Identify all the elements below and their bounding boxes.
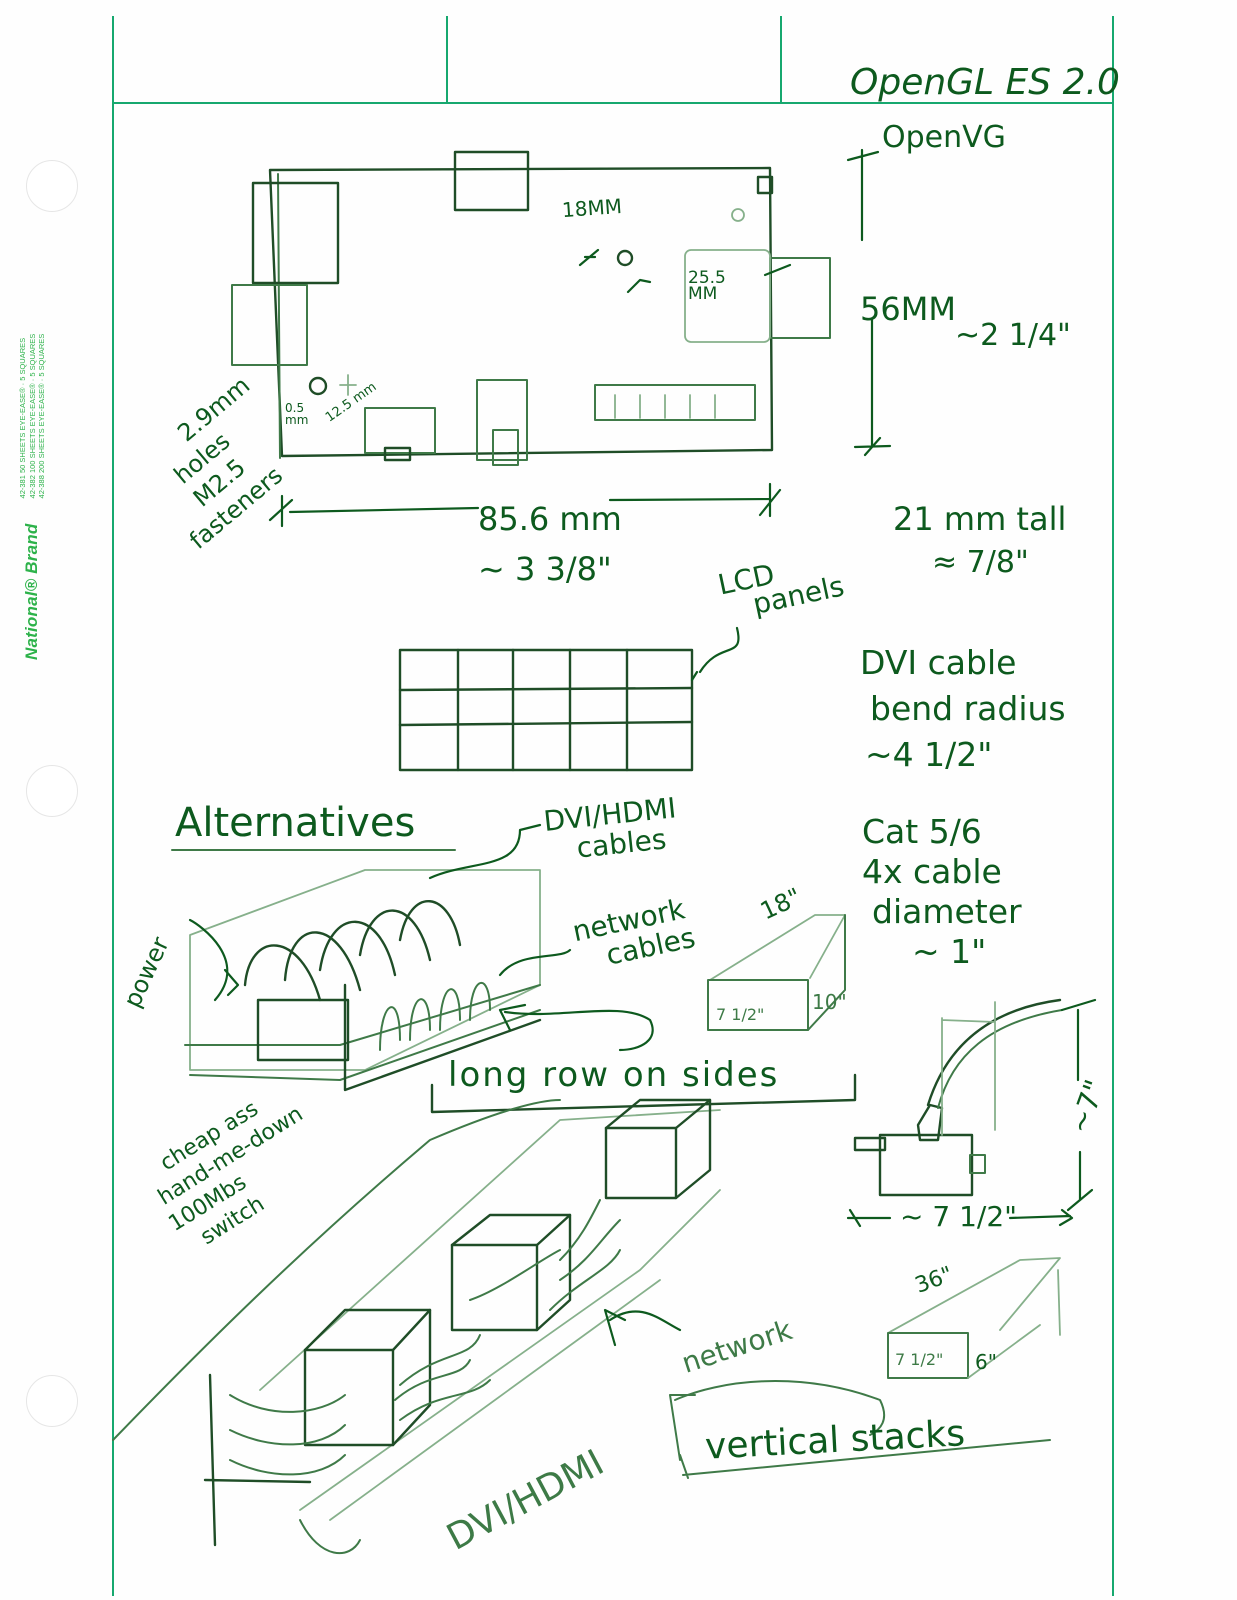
header-subtitle: OpenVG [882, 120, 1006, 155]
header-divider-2 [780, 16, 782, 104]
box2-length: 36" [911, 1262, 957, 1299]
hole-notes: 2.9mm holes M2.5 fasteners [118, 370, 314, 562]
height-approx: ~2 1/4" [955, 318, 1071, 353]
width-approx: ~ 3 3/8" [478, 550, 612, 588]
paper-brand-imprint: National® Brand 42-381 50 SHEETS EYE-EAS… [18, 334, 47, 660]
dvi-hdmi-cables-label: DVI/HDMI cables [542, 791, 680, 867]
cat-note-line: 4x cable [862, 852, 1002, 891]
dvi-note-line: DVI cable [860, 643, 1017, 682]
header-title: OpenGL ES 2.0 [850, 62, 1120, 103]
alternatives-heading: Alternatives [175, 800, 416, 846]
punch-hole-middle [26, 765, 78, 817]
height-dimension: 56MM [860, 290, 956, 328]
network-cables-label: network cables [570, 892, 698, 976]
box1-length: 18" [756, 882, 806, 926]
lcd-label: LCD panels [715, 548, 847, 624]
power-label: power [118, 932, 175, 1012]
side-view-diagram [846, 998, 1097, 1228]
margin-rule-right [1112, 16, 1114, 1596]
switch-note: cheap ass hand-me-down 100Mbs switch [130, 1077, 338, 1265]
cat-note-line: ~ 1" [912, 932, 987, 971]
dvi-note-line: ~4 1/2" [865, 735, 993, 774]
product-line: 42-381 50 SHEETS EYE-EASE® · 5 SQUARES [18, 337, 27, 499]
product-line: 42-382 100 SHEETS EYE-EASE® · 5 SQUARES [27, 333, 37, 499]
hole-offset-label: 25.5 MM [688, 268, 726, 304]
punch-hole-top [26, 160, 78, 212]
dvi-hdmi-label: DVI/HDMI [440, 1442, 611, 1559]
punch-hole-bottom [26, 1375, 78, 1427]
width-dimension: 85.6 mm [478, 500, 622, 538]
depth-approx: ≈ 7/8" [932, 545, 1029, 580]
dvi-bend-note: DVI cable bend radius ~4 1/2" [860, 640, 1066, 778]
board-outline [231, 150, 831, 466]
box1-height: 10" [812, 990, 847, 1014]
brand-logo: National® Brand [21, 523, 41, 660]
dvi-note-line: bend radius [870, 689, 1066, 728]
cat-note-line: Cat 5/6 [862, 812, 982, 851]
network-label: network [677, 1313, 797, 1380]
corner-offset-b-label: 12.5 mm [322, 379, 380, 426]
box1-width: 7 1/2" [716, 1005, 765, 1024]
depth-dimension: 21 mm tall [893, 500, 1067, 538]
cat-cable-note: Cat 5/6 4x cable diameter ~ 1" [862, 812, 1022, 972]
vertical-stacks-label: vertical stacks [704, 1413, 966, 1468]
label-line: cables [574, 822, 668, 865]
side-width-label: ~ 7 1/2" [900, 1200, 1018, 1233]
side-height-label: ~7" [1062, 1075, 1112, 1138]
lcd-grid [398, 626, 740, 772]
box2-height: 6" [975, 1350, 997, 1374]
box2-width: 7 1/2" [895, 1350, 944, 1369]
hole-distance-label: 18MM [561, 193, 623, 223]
corner-offset-a-label: 0.5 mm [285, 401, 309, 427]
product-line: 42-388 200 SHEETS EYE-EASE® · 5 SQUARES [37, 333, 46, 499]
cat-note-line: diameter [872, 892, 1022, 931]
header-rule [112, 102, 1114, 104]
long-row-label: long row on sides [448, 1055, 780, 1095]
margin-rule-left [112, 16, 114, 1596]
header-divider-1 [446, 16, 448, 104]
